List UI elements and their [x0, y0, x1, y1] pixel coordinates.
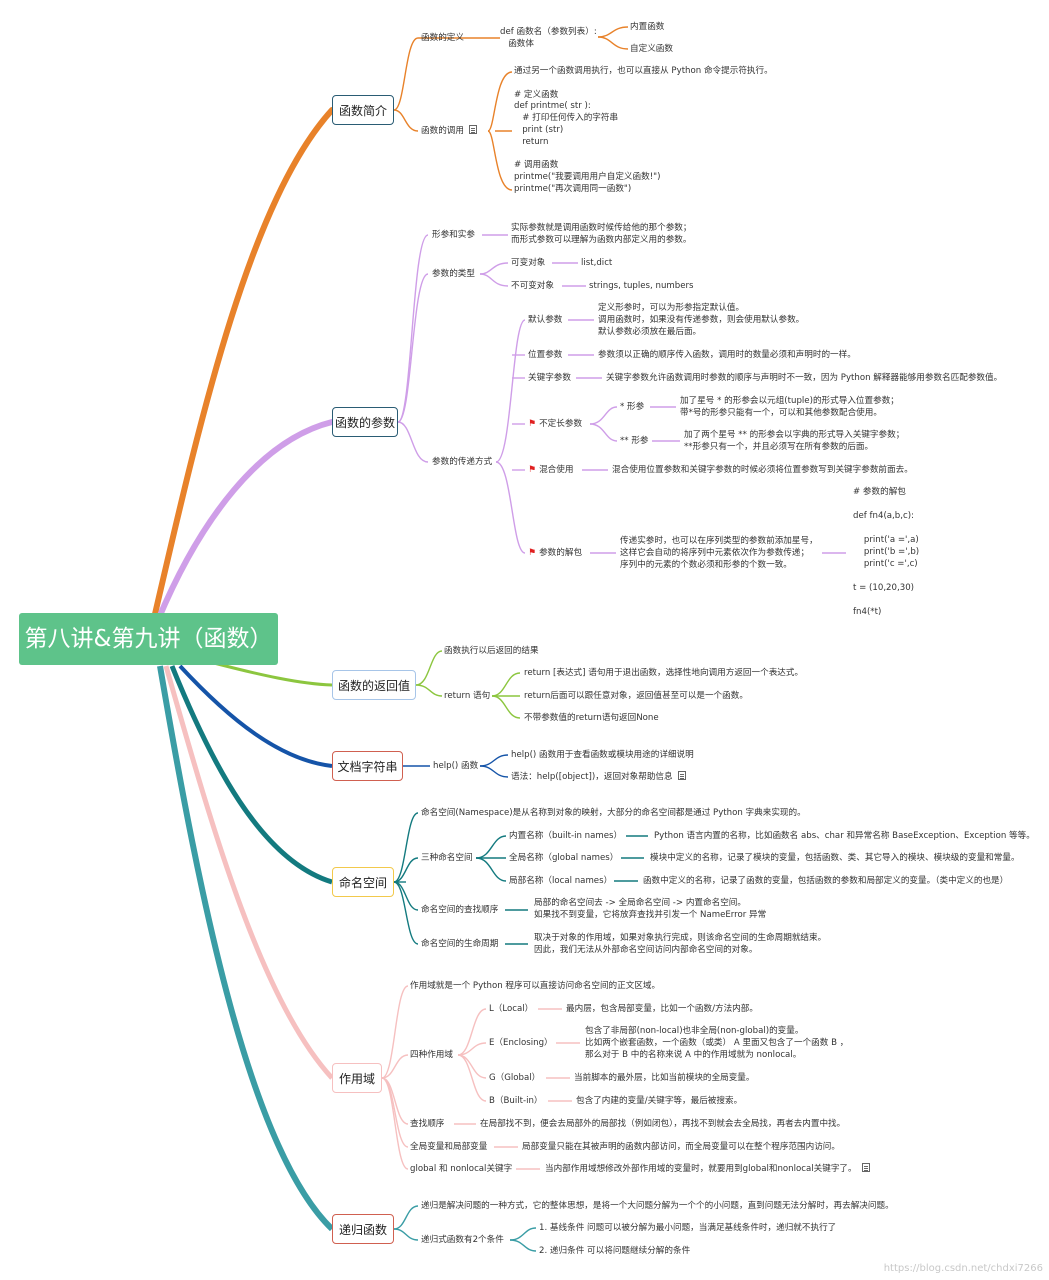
help-label[interactable]: help() 函数 — [433, 761, 479, 771]
lookup-label[interactable]: 查找顺序 — [410, 1119, 445, 1129]
three-namespaces-label[interactable]: 三种命名空间 — [421, 853, 473, 863]
builtin-function[interactable]: 内置函数 — [630, 22, 665, 32]
call-text[interactable]: 通过另一个函数调用执行，也可以直接从 Python 命令提示符执行。 # 定义函… — [514, 66, 773, 194]
help-text-2-content: 语法：help([object])，返回对象帮助信息 — [511, 772, 673, 782]
keywords-label[interactable]: global 和 nonlocal关键字 — [410, 1164, 513, 1174]
four-scopes-label[interactable]: 四种作用域 — [410, 1050, 453, 1060]
topic-recursion[interactable]: 递归函数 — [332, 1214, 394, 1244]
flag-icon: ⚑ — [528, 465, 537, 475]
unpack-code[interactable]: # 参数的解包 def fn4(a,b,c): print('a =',a) p… — [853, 487, 920, 617]
mixed-label[interactable]: ⚑混合使用 — [528, 464, 573, 476]
lifecycle-text[interactable]: 取决于对象的作用域，如果对象执行完成，则该命名空间的生命周期就结束。 因此，我们… — [534, 933, 827, 955]
types-label[interactable]: 参数的类型 — [432, 269, 475, 279]
global-local-label[interactable]: 全局变量和局部变量 — [410, 1142, 488, 1152]
flag-icon: ⚑ — [528, 548, 537, 558]
builtin-names-text[interactable]: Python 语言内置的名称，比如函数名 abs、char 和异常名称 Base… — [654, 831, 1035, 841]
topic-scope[interactable]: 作用域 — [332, 1063, 382, 1093]
root-topic[interactable]: 第八讲&第九讲（函数） — [19, 613, 278, 665]
mixed-label-text: 混合使用 — [539, 465, 574, 475]
topic-namespace[interactable]: 命名空间 — [332, 867, 394, 897]
global-names-label[interactable]: 全局名称（global names） — [509, 853, 619, 863]
scope-B-label[interactable]: B（Built-in） — [489, 1096, 543, 1106]
formal-label[interactable]: 形参和实参 — [432, 230, 475, 240]
note-icon[interactable] — [677, 771, 686, 780]
keywords-text-content: 当内部作用域想修改外部作用域的变量时，就要用到global和nonlocal关键… — [545, 1164, 857, 1174]
scope-L-text[interactable]: 最内层，包含局部变量，比如一个函数/方法内部。 — [566, 1004, 758, 1014]
namespace-intro[interactable]: 命名空间(Namespace)是从名称到对象的映射，大部分的命名空间都是通过 P… — [421, 808, 806, 818]
def-text[interactable]: def 函数名（参数列表）: 函数体 — [500, 27, 597, 49]
call-label-text: 函数的调用 — [421, 126, 464, 136]
help-text-2[interactable]: 语法：help([object])，返回对象帮助信息 — [511, 771, 686, 783]
positional-label[interactable]: 位置参数 — [528, 350, 563, 360]
varlen-label[interactable]: ⚑不定长参数 — [528, 418, 582, 430]
scope-G-text[interactable]: 当前脚本的最外层，比如当前模块的全局变量。 — [574, 1073, 755, 1083]
scope-intro[interactable]: 作用域就是一个 Python 程序可以直接访问命名空间的正文区域。 — [410, 981, 661, 991]
scope-E-label[interactable]: E（Enclosing） — [489, 1038, 553, 1048]
unpack-label-text: 参数的解包 — [539, 548, 583, 558]
star-label[interactable]: * 形参 — [620, 402, 645, 412]
builtin-names-label[interactable]: 内置名称（built-in names） — [509, 831, 623, 841]
formal-text[interactable]: 实际参数就是调用函数时候传给他的那个参数； 而形式参数可以理解为函数内部定义用的… — [511, 223, 692, 245]
help-text-1[interactable]: help() 函数用于查看函数或模块用途的详细说明 — [511, 750, 694, 760]
lookup-order-text[interactable]: 局部的命名空间去 -> 全局命名空间 -> 内置命名空间。 如果找不到变量，它将… — [534, 898, 767, 920]
call-label[interactable]: 函数的调用 — [421, 125, 477, 137]
recursion-condition-1[interactable]: 1. 基线条件 问题可以被分解为最小问题，当满足基线条件时，递归就不执行了 — [539, 1223, 837, 1233]
local-names-label[interactable]: 局部名称（local names） — [509, 876, 613, 886]
watermark: https://blog.csdn.net/chdxi7266 — [883, 1263, 1043, 1274]
return-text-3[interactable]: 不带参数值的return语句返回None — [524, 713, 659, 723]
unpack-text[interactable]: 传递实参时，也可以在序列类型的参数前添加星号， 这样它会自动的将序列中元素依次作… — [620, 536, 818, 570]
result-text[interactable]: 函数执行以后返回的结果 — [444, 646, 539, 656]
varlen-label-text: 不定长参数 — [539, 419, 583, 429]
immutable-value[interactable]: strings, tuples, numbers — [589, 281, 694, 291]
dstar-label[interactable]: ** 形参 — [620, 436, 649, 446]
star-text[interactable]: 加了星号 * 的形参会以元组(tuple)的形式导入位置参数； 带*号的形参只能… — [680, 396, 899, 418]
topic-return-value[interactable]: 函数的返回值 — [332, 670, 416, 700]
immutable-label[interactable]: 不可变对象 — [511, 281, 554, 291]
scope-G-label[interactable]: G（Global） — [489, 1073, 541, 1083]
unpack-label[interactable]: ⚑参数的解包 — [528, 547, 582, 559]
def-label[interactable]: 函数的定义 — [421, 33, 464, 43]
keyword-text[interactable]: 关键字参数允许函数调用时参数的顺序与声明时不一致，因为 Python 解释器能够… — [606, 373, 1003, 383]
lookup-text[interactable]: 在局部找不到，便会去局部外的局部找（例如闭包），再找不到就会去全局找，再者去内置… — [480, 1119, 846, 1129]
return-label[interactable]: return 语句 — [444, 691, 491, 701]
positional-text[interactable]: 参数须以正确的顺序传入函数，调用时的数量必须和声明时的一样。 — [598, 350, 856, 360]
default-label[interactable]: 默认参数 — [528, 315, 563, 325]
flag-icon: ⚑ — [528, 419, 537, 429]
scope-E-text[interactable]: 包含了非局部(non-local)也非全局(non-global)的变量。 比如… — [585, 1026, 849, 1060]
custom-function[interactable]: 自定义函数 — [630, 44, 673, 54]
scope-L-label[interactable]: L（Local） — [489, 1004, 534, 1014]
local-names-text[interactable]: 函数中定义的名称，记录了函数的变量，包括函数的参数和局部定义的变量。（类中定义的… — [643, 876, 1009, 886]
recursion-intro[interactable]: 递归是解决问题的一种方式，它的整体思想，是将一个大问题分解为一个个的小问题，直到… — [421, 1201, 894, 1211]
global-local-text[interactable]: 局部变量只能在其被声明的函数内部访问，而全局变量可以在整个程序范围内访问。 — [522, 1142, 840, 1152]
return-text-1[interactable]: return [表达式] 语句用于退出函数，选择性地向调用方返回一个表达式。 — [524, 668, 804, 678]
topic-function-intro[interactable]: 函数简介 — [332, 95, 394, 125]
recursion-conditions-label[interactable]: 递归式函数有2个条件 — [421, 1235, 504, 1245]
lifecycle-label[interactable]: 命名空间的生命周期 — [421, 939, 499, 949]
keywords-text[interactable]: 当内部作用域想修改外部作用域的变量时，就要用到global和nonlocal关键… — [545, 1163, 870, 1175]
topic-docstring[interactable]: 文档字符串 — [332, 751, 403, 781]
mutable-value[interactable]: list,dict — [581, 258, 613, 268]
lookup-order-label[interactable]: 命名空间的查找顺序 — [421, 905, 499, 915]
keyword-label[interactable]: 关键字参数 — [528, 373, 571, 383]
topic-function-params[interactable]: 函数的参数 — [332, 407, 398, 437]
note-icon[interactable] — [468, 125, 477, 134]
dstar-text[interactable]: 加了两个星号 ** 的形参会以字典的形式导入关键字参数； **形参只有一个，并且… — [684, 430, 905, 452]
default-text[interactable]: 定义形参时，可以为形参指定默认值。 调用函数时，如果没有传递参数，则会使用默认参… — [598, 303, 805, 337]
mutable-label[interactable]: 可变对象 — [511, 258, 546, 268]
global-names-text[interactable]: 模块中定义的名称，记录了模块的变量，包括函数、类、其它导入的模块、模块级的变量和… — [650, 853, 1020, 863]
pass-label[interactable]: 参数的传递方式 — [432, 457, 493, 467]
recursion-condition-2[interactable]: 2. 递归条件 可以将问题继续分解的条件 — [539, 1246, 691, 1256]
scope-B-text[interactable]: 包含了内建的变量/关键字等，最后被搜索。 — [576, 1096, 743, 1106]
note-icon[interactable] — [861, 1163, 870, 1172]
mixed-text[interactable]: 混合使用位置参数和关键字参数的时候必须将位置参数写到关键字参数前面去。 — [612, 465, 913, 475]
return-text-2[interactable]: return后面可以跟任意对象，返回值甚至可以是一个函数。 — [524, 691, 748, 701]
